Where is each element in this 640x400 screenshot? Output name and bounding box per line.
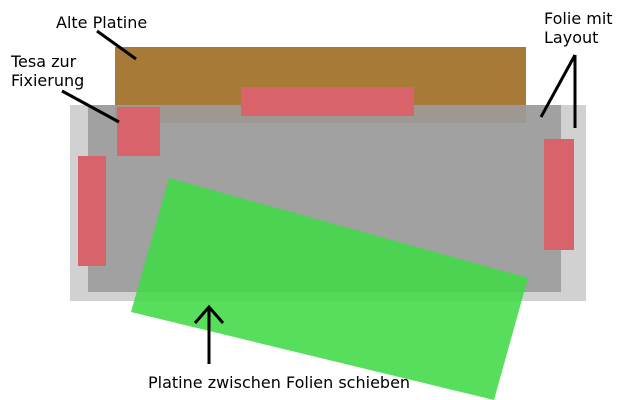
new-board — [131, 178, 528, 400]
insert-arrow-head — [193, 304, 225, 324]
film-label-line1: Folie mit — [544, 9, 613, 28]
old-board-label: Alte Platine — [56, 13, 148, 32]
film-label: Folie mit Layout — [544, 9, 613, 47]
film-leader-left — [539, 54, 577, 118]
tape-right — [544, 139, 574, 250]
tape-label: Tesa zur Fixierung — [11, 52, 84, 90]
instruction-label: Platine zwischen Folien schieben — [148, 373, 411, 392]
film-label-line2: Layout — [544, 28, 599, 47]
tape-top-center — [241, 87, 414, 116]
tape-label-line2: Fixierung — [11, 71, 85, 90]
tape-label-line1: Tesa zur — [11, 52, 77, 71]
tape-leader — [61, 89, 120, 124]
tape-left — [78, 156, 106, 266]
old-board-leader — [96, 29, 137, 61]
tape-top-left — [117, 107, 160, 156]
